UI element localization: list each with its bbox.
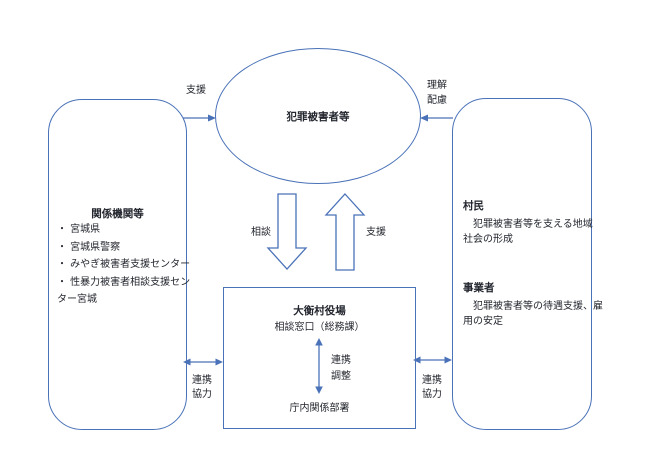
coop-right-label-2: 協力 [422, 389, 442, 400]
villagers-text: 社会の形成 [463, 233, 513, 245]
coop-left-label-1: 連携 [192, 375, 212, 386]
business-section: 事業者 犯罪被害者等の待遇支援、雇 用の安定 [463, 280, 603, 329]
coop-right-label-1: 連携 [422, 375, 442, 386]
related-agencies-box: 関係機関等 ・ 宮城県 ・ 宮城県警察 ・ みやぎ被害者支援センター ・ 性暴力… [48, 99, 190, 430]
support-up-label: 支援 [366, 227, 386, 238]
consult-block-arrow-down [266, 193, 308, 270]
community-box: 村民 犯罪被害者等を支える地域 社会の形成 事業者 犯罪被害者等の待遇支援、雇 … [452, 98, 603, 430]
related-agencies-title: 関係機関等 [91, 208, 144, 220]
link-label-renkei: 連携 [331, 355, 351, 366]
coop-left-label-2: 協力 [192, 389, 212, 400]
office-subtitle: 相談窓口（総務課） [274, 322, 365, 333]
business-text: 犯罪被害者等の待遇支援、雇 [463, 301, 603, 312]
agency-item: ・ 性暴力被害者相談支援セン [57, 276, 191, 288]
agency-item: ・ みやぎ被害者支援センター [57, 259, 191, 270]
agency-item: ・ 宮城県警察 [57, 241, 121, 253]
agency-list: ・ 宮城県 ・ 宮城県警察 ・ みやぎ被害者支援センター ・ 性暴力被害者相談支… [57, 221, 190, 309]
consult-label: 相談 [251, 227, 271, 238]
village-office-box: 大衡村役場 相談窓口（総務課） 連携 調整 庁内関係部署 [223, 287, 416, 429]
agency-item: ・ 宮城県 [57, 224, 101, 235]
business-title: 事業者 [463, 282, 495, 294]
support-block-arrow-up [324, 193, 366, 271]
villagers-title: 村民 [463, 200, 484, 212]
departments-label: 庁内関係部署 [289, 403, 350, 414]
office-title: 大衡村役場 [293, 305, 346, 317]
support-left-label: 支援 [186, 85, 206, 96]
link-label-chousei: 調整 [331, 371, 351, 382]
coordination-double-arrow [315, 338, 323, 394]
victims-ellipse: 犯罪被害者等 [215, 48, 421, 184]
understanding-label: 理解 [427, 80, 447, 91]
cooperation-arrow-left [183, 358, 223, 366]
understanding-arrow-right [420, 114, 453, 122]
agency-item-wrap: ター宮城 [57, 294, 97, 305]
cooperation-arrow-right [413, 356, 452, 364]
consideration-label: 配慮 [427, 95, 447, 106]
villagers-section: 村民 犯罪被害者等を支える地域 社会の形成 [463, 198, 593, 247]
victims-label: 犯罪被害者等 [286, 110, 350, 123]
business-text: 用の安定 [463, 315, 503, 327]
support-arrow-left [183, 114, 216, 122]
villagers-text: 犯罪被害者等を支える地域 [463, 219, 593, 230]
